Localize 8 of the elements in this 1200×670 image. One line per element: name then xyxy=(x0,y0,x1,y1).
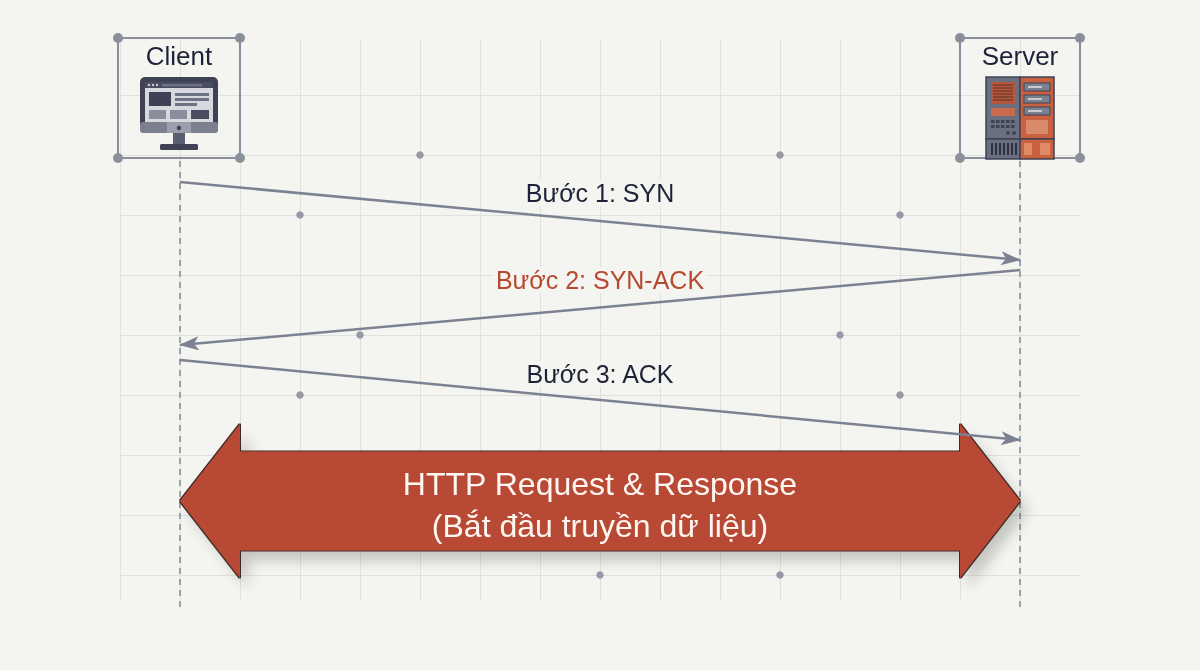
arrow xyxy=(179,180,1021,266)
participant-label: Server xyxy=(981,41,1059,71)
double-headed-block-arrow xyxy=(180,424,1020,578)
participant-label: Client xyxy=(145,41,213,71)
arrow xyxy=(179,358,1021,446)
edge-label: Bước 2: SYN-ACK xyxy=(492,267,708,293)
arrow-label: HTTP Request & Response (Bắt đầu truyền dữ liệu) xyxy=(401,465,799,546)
arrow xyxy=(179,268,1021,351)
